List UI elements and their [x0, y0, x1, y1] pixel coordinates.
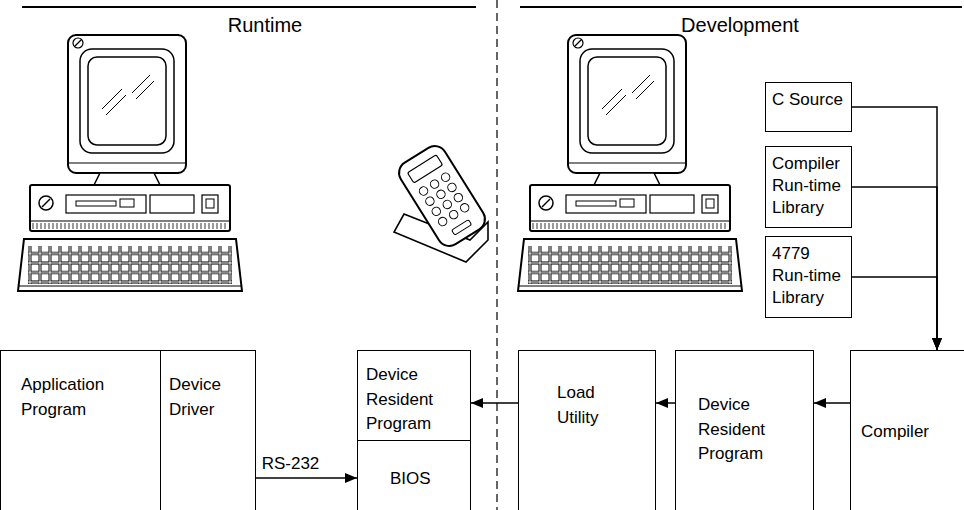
keypad-key: [435, 189, 447, 201]
keypad-key: [437, 216, 449, 228]
pin-pad-drawing-part-part: [418, 171, 471, 227]
section-heading: Development: [681, 14, 799, 37]
keypad-key: [446, 182, 458, 194]
keypad-key: [448, 209, 460, 221]
library-box: Compiler Run-time Library: [765, 146, 852, 228]
development-computer: [518, 35, 742, 291]
pin-pad-drawing-part: [395, 142, 490, 251]
flow-arrow: [814, 402, 850, 404]
box-text: Application Program: [21, 373, 154, 422]
flow-arrow: [852, 107, 937, 350]
pin-pad-drawing-part-part: [452, 220, 472, 236]
box-text: Device Resident Program: [698, 393, 807, 467]
pin-pad-drawing-part-part: [395, 142, 490, 251]
flow-arrow: [852, 187, 937, 350]
keypad-key: [418, 185, 430, 197]
box-text: Load Utility: [557, 381, 619, 430]
keypad-key: [430, 206, 442, 218]
library-box: 4779 Run-time Library: [765, 236, 852, 318]
keypad-key: [442, 199, 454, 211]
driver-box: Device Driver: [160, 350, 256, 510]
keypad-key: [429, 178, 441, 190]
bios-box: BIOS: [357, 440, 471, 510]
keypad-key: [453, 192, 465, 204]
section-rules-part: [22, 6, 476, 8]
keypad-key: [440, 171, 452, 183]
compiler-box: Compiler: [850, 350, 964, 510]
link-label: RS-232: [260, 454, 322, 474]
program-box: Device Resident Program: [357, 350, 471, 443]
keypad-key: [424, 195, 436, 207]
flow-arrow: [852, 277, 937, 350]
flow-arrow: [256, 477, 357, 479]
utility-box: Load Utility: [518, 350, 656, 510]
section-rules: [22, 6, 962, 8]
section-rules-part: [520, 6, 962, 8]
box-text: 4779 Run-time Library: [772, 243, 845, 309]
program-box: Device Resident Program: [675, 350, 814, 510]
box-text: Device Resident Program: [366, 363, 466, 437]
pin-pad-drawing-part-part: [407, 155, 442, 183]
box-text: Device Driver: [169, 373, 251, 422]
runtime-computer: [18, 35, 242, 291]
pin-pad-drawing: [394, 142, 489, 262]
section-divider: [496, 0, 497, 510]
box-text: C Source: [772, 89, 845, 111]
section-heading: Runtime: [228, 14, 302, 37]
flow-arrow: [471, 402, 518, 404]
program-box: Application Program: [0, 350, 161, 510]
box-text: Compiler: [861, 420, 959, 445]
flow-arrow: [656, 402, 675, 404]
keypad-key: [459, 202, 471, 214]
box-text: BIOS: [390, 467, 466, 492]
box-text: Compiler Run-time Library: [772, 153, 845, 219]
source-box: C Source: [765, 82, 852, 132]
